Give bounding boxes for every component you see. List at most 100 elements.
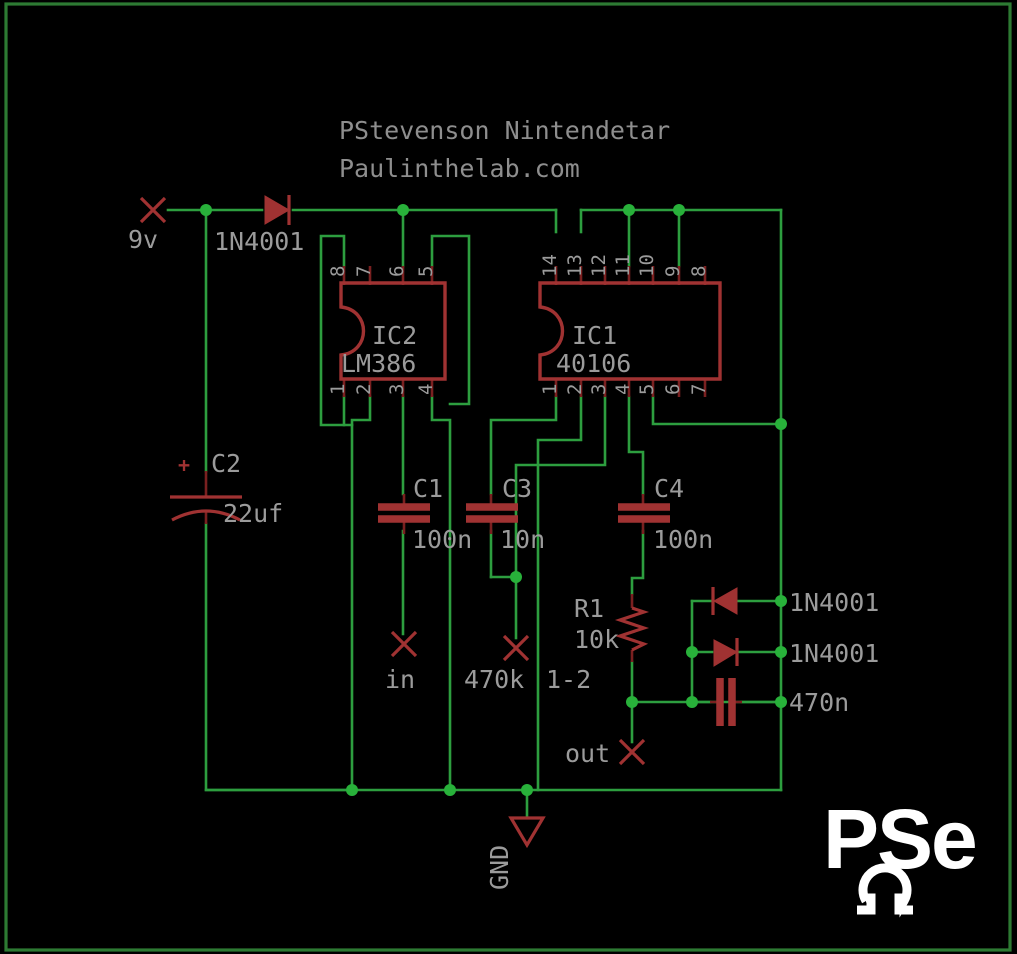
ic2-pin-2-label: 2: [353, 384, 375, 395]
omega-glyph-path: [857, 863, 913, 918]
diode-supply[interactable]: 1N4001: [214, 195, 304, 256]
diode-clip-1[interactable]: 1N4001: [711, 587, 879, 617]
port-in-x-icon: [390, 630, 418, 658]
junction-d2-right: [775, 646, 787, 658]
ic2-pin-1-label: 1: [327, 384, 349, 395]
junction-470k-net: [510, 571, 522, 583]
cap470n-value-label: 470n: [789, 688, 849, 717]
junction-gnd-a: [346, 784, 358, 796]
gnd-label: GND: [485, 845, 514, 890]
diode-clip-2-triangle-icon: [713, 639, 739, 667]
omega-icon: [857, 863, 913, 918]
ic2-ref-label: IC2: [372, 321, 417, 350]
ic1-pin-10-label: 10: [636, 254, 658, 277]
port-470k[interactable]: 470k 1-2: [464, 634, 591, 694]
wire-network: [166, 208, 783, 820]
ic2-lm386[interactable]: 8 7 6 5 1 2 3 4 IC2 LM386: [327, 266, 447, 397]
ic2-top-pin-legs: [342, 266, 434, 285]
label-1-2: 1-2: [546, 665, 591, 694]
ic1-pin-5-label: 5: [636, 384, 658, 395]
wire-ic1-p1-to-c3: [489, 395, 558, 496]
junction-cap-left: [686, 696, 698, 708]
r1-ref-label: R1: [574, 594, 604, 623]
ic1-ref-label: IC1: [572, 321, 617, 350]
ic1-body-outline: [538, 281, 722, 381]
port-out-label: out: [565, 739, 610, 768]
pse-logo: PSe: [823, 792, 978, 918]
c1-value-label: 100n: [412, 525, 472, 554]
wire-ic2-p5-out: [430, 234, 471, 406]
capacitor-c2[interactable]: + C2 22uf: [170, 449, 283, 528]
c3-ref-label: C3: [502, 474, 532, 503]
capacitor-470n[interactable]: 470n: [710, 678, 849, 726]
wire-c4-to-r1: [630, 529, 645, 596]
ic1-pin-9-label: 9: [662, 266, 684, 277]
wire-ic1-p2-down: [536, 395, 583, 792]
junction-d2-left: [686, 646, 698, 658]
port-in-label: in: [385, 665, 415, 694]
junction-vcc-ic2: [397, 204, 409, 216]
ic1-pin-7-label: 7: [688, 384, 710, 395]
port-out-x-icon: [618, 738, 646, 766]
ic2-pin-3-label: 3: [386, 384, 408, 395]
r1-value-label: 10k: [574, 625, 619, 654]
c2-polarity-marker: +: [178, 453, 190, 477]
diode-clip-1-value: 1N4001: [789, 588, 879, 617]
wire-ic2-p8-loop: [319, 234, 354, 427]
port-470k-x-icon: [502, 634, 530, 662]
r1-zigzag-body: [614, 606, 650, 652]
wire-ic2-p2-down: [350, 395, 372, 792]
gnd-symbol[interactable]: GND: [485, 816, 546, 890]
title-line-2: Paulinthelab.com: [339, 154, 580, 183]
c1-ref-label: C1: [413, 474, 443, 503]
junction-right-rail: [775, 418, 787, 430]
port-9v[interactable]: 9v: [128, 196, 167, 254]
port-470k-label: 470k: [464, 665, 524, 694]
ic2-pin-4-label: 4: [415, 384, 437, 395]
capacitor-c4[interactable]: C4 100n: [618, 474, 713, 554]
ic2-bottom-pin-legs: [342, 378, 434, 397]
junction-9v: [200, 204, 212, 216]
wire-ic1-p5-to-right-rail: [651, 395, 783, 426]
c2-ref-label: C2: [211, 449, 241, 478]
ic1-pin-8-label: 8: [688, 266, 710, 277]
ic1-top-pin-legs: [554, 266, 707, 285]
ic1-pin-1-label: 1: [539, 384, 561, 395]
diode-clip-1-triangle-icon: [712, 587, 738, 615]
ic2-pin-5-label: 5: [415, 266, 437, 277]
ic1-40106[interactable]: 14 13 12 11 10 9 8 1 2 3 4 5 6 7 IC1 401…: [538, 254, 722, 397]
capacitor-c3[interactable]: C3 10n: [466, 474, 545, 554]
port-in[interactable]: in: [385, 630, 418, 694]
port-9v-label: 9v: [128, 225, 158, 254]
ic2-pin-8-label: 8: [327, 266, 349, 277]
wire-c2-to-gnd: [204, 522, 354, 792]
ic2-body-outline: [339, 281, 447, 381]
resistor-r1[interactable]: R1 10k: [574, 594, 650, 662]
title-line-1: PStevenson Nintendetar: [339, 116, 670, 145]
junction-out: [626, 696, 638, 708]
ic1-pin-3-label: 3: [588, 384, 610, 395]
port-out[interactable]: out: [565, 738, 646, 768]
junction-gnd-b: [444, 784, 456, 796]
junction-d1-right: [775, 595, 787, 607]
ic2-pin-6-label: 6: [386, 266, 408, 277]
wire-ic2-p4-gnd: [430, 395, 452, 792]
diode-triangle-icon: [264, 195, 290, 225]
c2-plate-curved: [171, 509, 241, 522]
sheet-border: [4, 2, 1012, 952]
junction-vcc-ic1-b: [673, 204, 685, 216]
junction-vcc-ic1-a: [623, 204, 635, 216]
c3-value-label: 10n: [500, 525, 545, 554]
wire-ic1-p4-to-c4: [627, 395, 645, 496]
ic1-pin-2-label: 2: [564, 384, 586, 395]
capacitor-c1[interactable]: C1 100n: [378, 474, 472, 554]
c4-value-label: 100n: [653, 525, 713, 554]
ic1-pin-4-label: 4: [612, 384, 634, 395]
ic1-pin-6-label: 6: [662, 384, 684, 395]
c2-value-label: 22uf: [223, 499, 283, 528]
ic2-pin-7-label: 7: [353, 266, 375, 277]
diode-clip-2[interactable]: 1N4001: [713, 638, 879, 668]
port-x-icon: [139, 196, 167, 224]
